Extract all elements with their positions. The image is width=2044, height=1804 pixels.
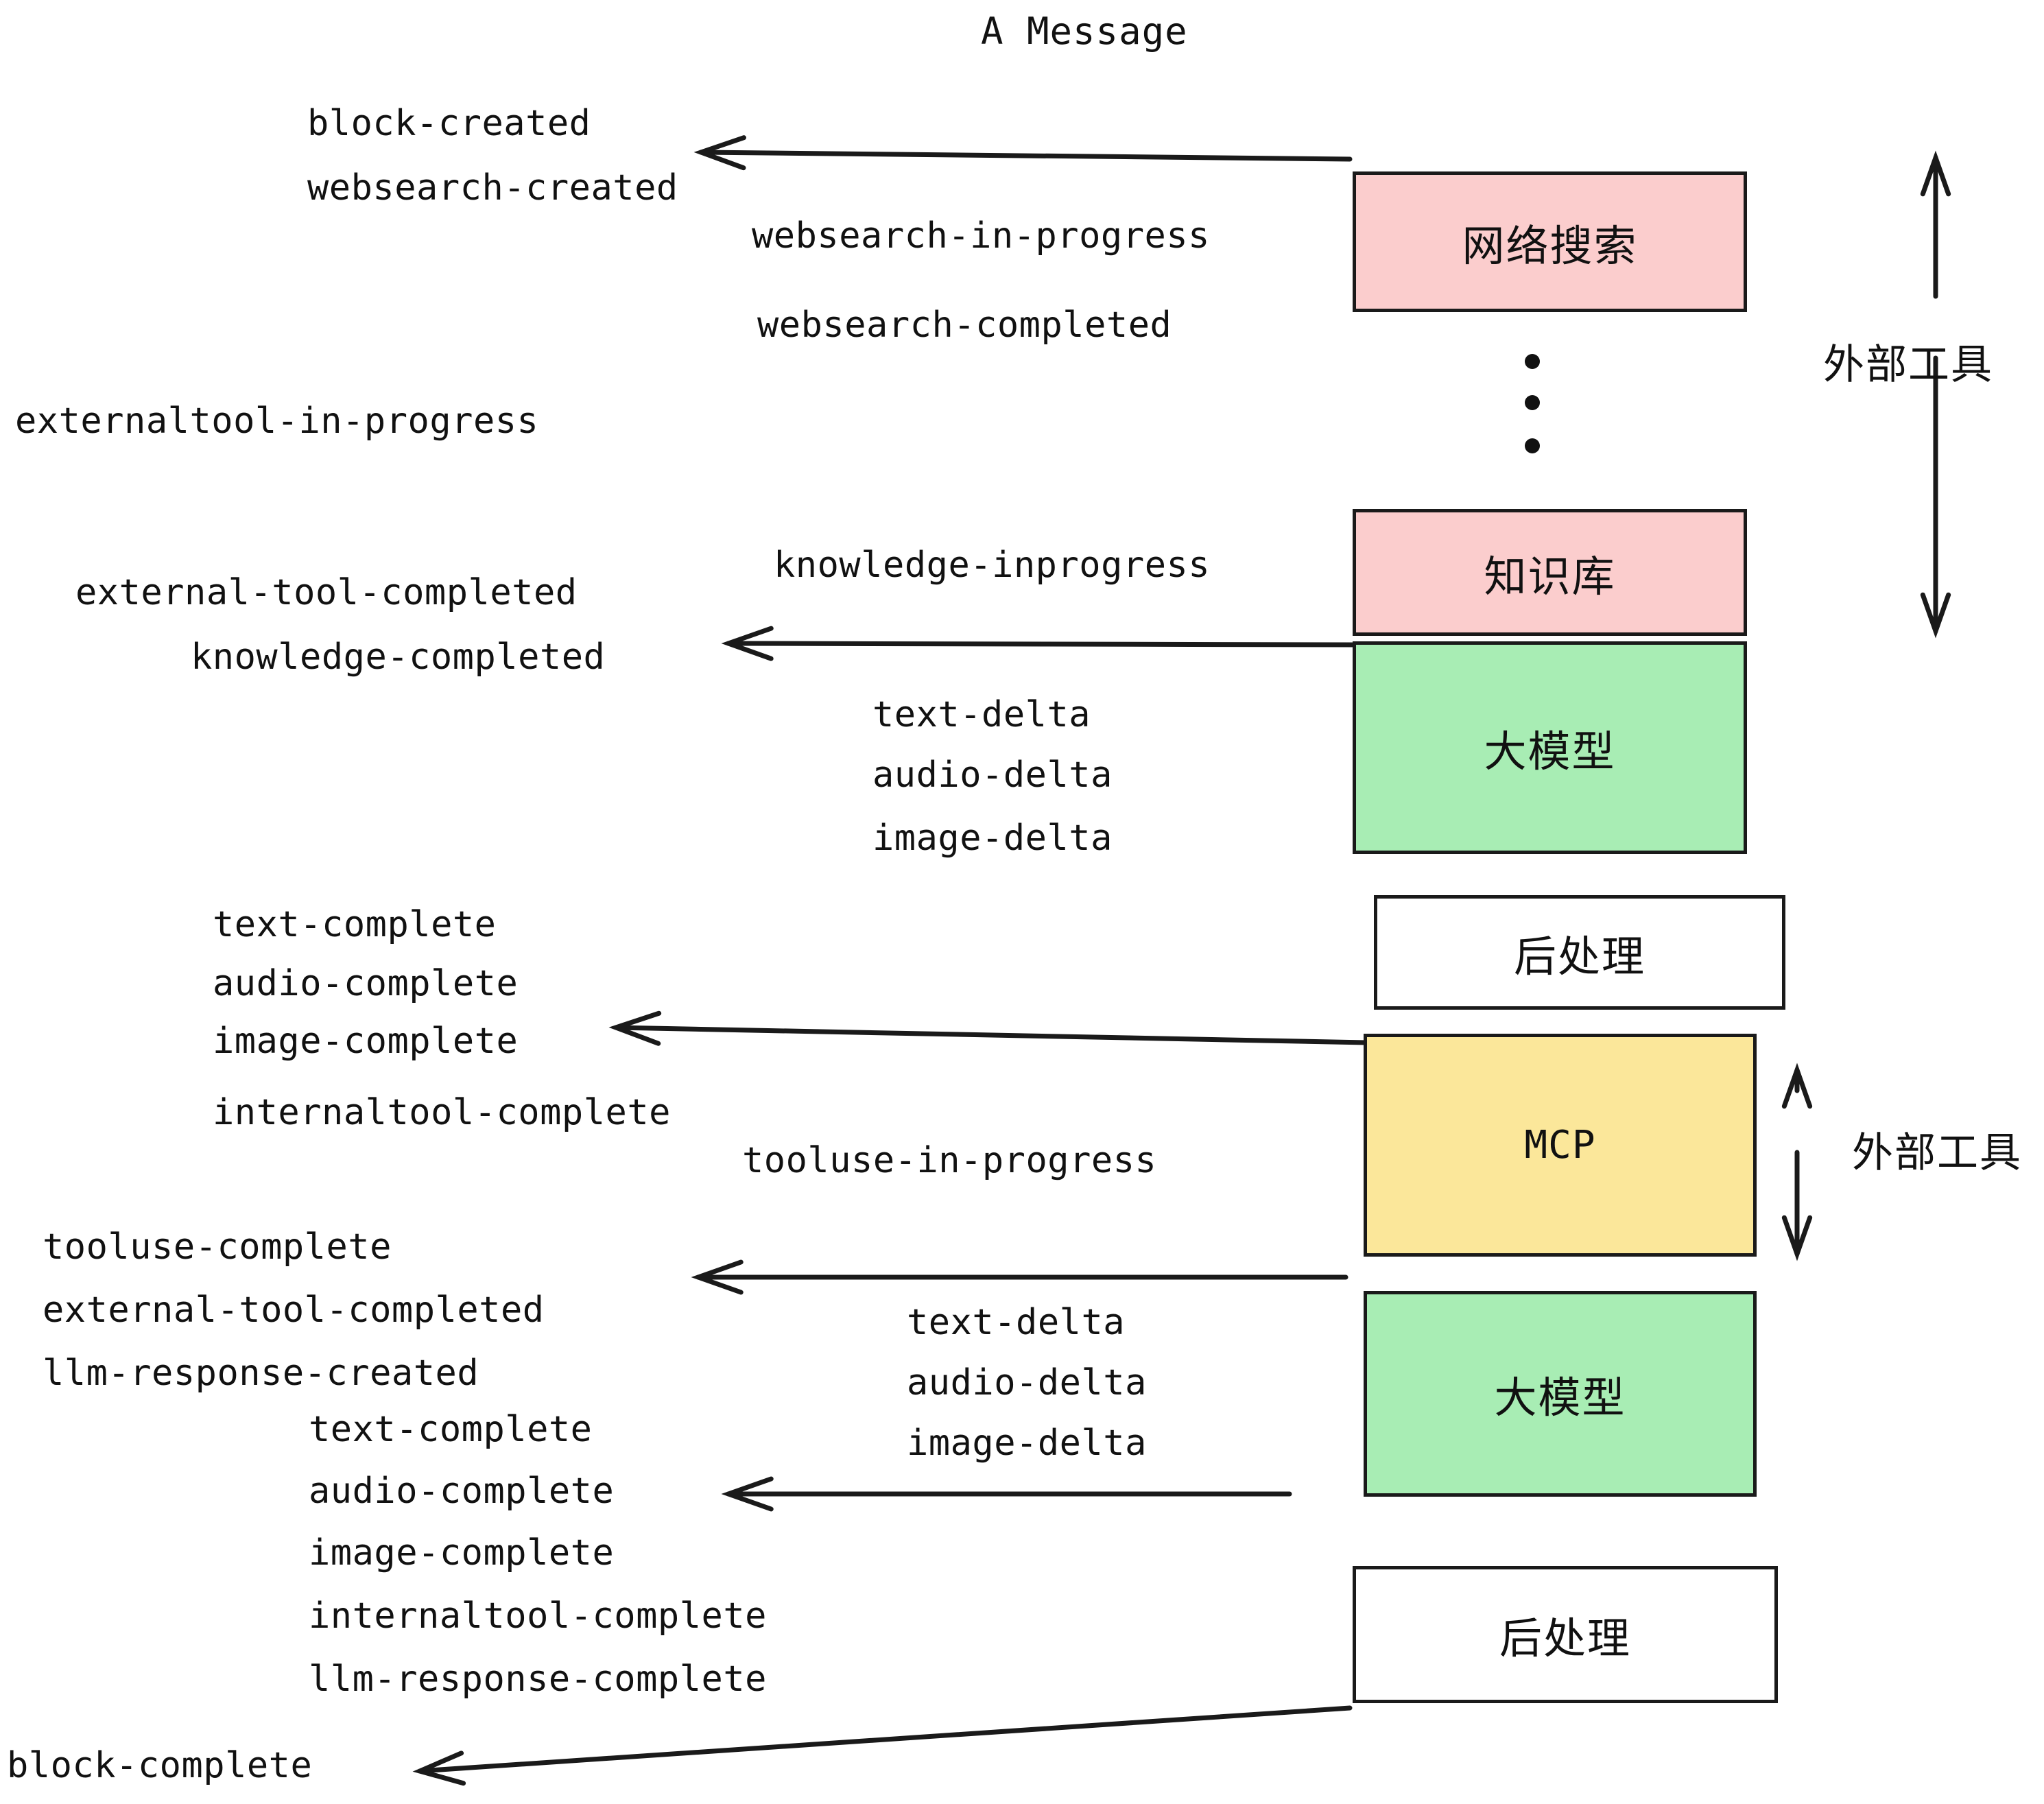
node-post-bottom: 后处理 xyxy=(1353,1566,1778,1703)
external-tool-up-bottom-head xyxy=(1781,1063,1813,1109)
external-tool-up-top-head xyxy=(1920,150,1951,197)
ellipsis-dot xyxy=(1525,354,1540,369)
arrow-tooluse-complete-head xyxy=(691,1259,744,1295)
arrow-knowledge-completed-head xyxy=(721,626,774,661)
node-label: 后处理 xyxy=(1499,1613,1631,1663)
event-label: websearch-completed xyxy=(757,305,1172,346)
node-knowledge: 知识库 xyxy=(1353,509,1747,636)
node-label: 后处理 xyxy=(1513,931,1645,982)
event-label: image-complete xyxy=(213,1021,519,1062)
arrow-block-created xyxy=(693,135,1353,171)
node-label: 网络搜索 xyxy=(1462,220,1638,271)
arrow-block-complete-shaft xyxy=(417,1705,1353,1774)
event-label: audio-complete xyxy=(213,963,519,1004)
node-llm-top: 大模型 xyxy=(1353,641,1747,854)
arrow-block-created-head xyxy=(693,135,746,171)
event-label: block-complete xyxy=(7,1745,313,1786)
event-label: image-delta xyxy=(907,1423,1147,1464)
event-label: tooluse-complete xyxy=(43,1226,392,1268)
node-label: 大模型 xyxy=(1494,1373,1626,1423)
event-label: internaltool-complete xyxy=(309,1595,767,1637)
external-tool-down-bottom-head xyxy=(1781,1215,1813,1261)
event-label: websearch-created xyxy=(307,167,678,209)
external-tool-up-top xyxy=(1920,150,1951,299)
event-label: external-tool-completed xyxy=(43,1290,545,1331)
node-label: 知识库 xyxy=(1484,551,1616,602)
event-label: audio-complete xyxy=(309,1471,615,1512)
arrow-image-complete xyxy=(608,1010,1369,1046)
arrow-block-created-shaft xyxy=(698,150,1353,162)
group-label-external-tool-top: 外部工具 xyxy=(1823,341,1993,389)
event-label: knowledge-inprogress xyxy=(774,545,1211,586)
event-label: text-delta xyxy=(907,1302,1126,1343)
event-label: tooluse-in-progress xyxy=(742,1140,1157,1181)
event-label: llm-response-created xyxy=(43,1353,479,1394)
arrow-block-complete xyxy=(412,1705,1353,1786)
arrow-knowledge-completed-shaft xyxy=(726,641,1357,648)
node-label: 大模型 xyxy=(1484,726,1616,776)
arrow-image-complete-shaft xyxy=(613,1025,1369,1045)
event-label: internaltool-complete xyxy=(213,1092,671,1133)
external-tool-down-top-head xyxy=(1920,592,1951,639)
event-label: websearch-in-progress xyxy=(752,215,1210,257)
node-label: MCP xyxy=(1524,1123,1596,1167)
node-post-top: 后处理 xyxy=(1374,895,1785,1010)
event-label: audio-delta xyxy=(907,1362,1147,1403)
arrow-image-complete-head xyxy=(608,1010,662,1046)
event-label: audio-delta xyxy=(872,755,1113,796)
arrow-audio-complete-head xyxy=(721,1476,774,1512)
arrow-block-complete-head xyxy=(412,1750,466,1786)
arrow-knowledge-completed xyxy=(721,626,1357,661)
event-label: text-delta xyxy=(872,694,1091,735)
node-websearch: 网络搜索 xyxy=(1353,171,1747,312)
event-label: image-delta xyxy=(872,818,1113,859)
diagram-title: A Message xyxy=(981,10,1188,53)
event-label: image-complete xyxy=(309,1532,615,1574)
external-tool-down-bottom xyxy=(1781,1150,1813,1261)
event-label: externaltool-in-progress xyxy=(15,401,539,442)
event-label: text-complete xyxy=(213,904,497,945)
external-tool-down-top xyxy=(1920,355,1951,639)
arrow-audio-complete xyxy=(721,1476,1292,1512)
event-label: llm-response-complete xyxy=(309,1659,767,1700)
node-llm-bottom: 大模型 xyxy=(1364,1291,1757,1497)
group-label-external-tool-bottom: 外部工具 xyxy=(1852,1129,2022,1177)
event-label: knowledge-completed xyxy=(191,637,606,678)
event-label: external-tool-completed xyxy=(75,572,578,613)
ellipsis-dot xyxy=(1525,395,1540,410)
arrow-tooluse-complete xyxy=(691,1259,1348,1295)
node-mcp: MCP xyxy=(1364,1034,1757,1257)
ellipsis-dot xyxy=(1525,438,1540,453)
external-tool-up-bottom xyxy=(1781,1063,1813,1109)
event-label: block-created xyxy=(307,103,591,144)
event-label: text-complete xyxy=(309,1409,593,1450)
